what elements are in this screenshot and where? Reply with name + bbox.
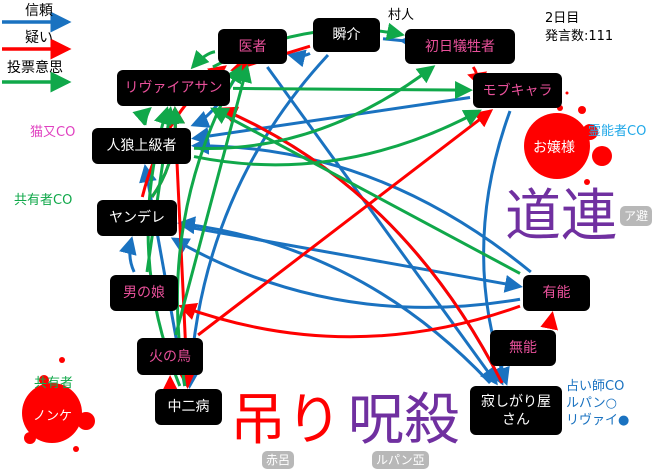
edge-doubt-yuno-to-otoko <box>178 302 521 339</box>
edge-vote-riva-to-mob <box>232 81 473 100</box>
seer-result-black: リヴァイ● <box>566 413 630 428</box>
seer-co-label: 占い師CO <box>566 379 625 394</box>
node-otoko[interactable]: 男の娘 <box>110 275 178 311</box>
edge-trust-sabishi-to-yandere <box>177 216 492 385</box>
dead-ojou: お嬢様 <box>533 140 575 156</box>
edge-vote-isha-to-riva <box>190 49 216 70</box>
kyoyu-label: 共有者 <box>34 376 74 391</box>
node-riva[interactable]: リヴァイアサン <box>117 70 230 106</box>
node-shonichi[interactable]: 初日犠牲者 <box>405 29 515 64</box>
villager-label: 村人 <box>388 8 415 23</box>
node-shunsuke[interactable]: 瞬介 <box>313 18 380 52</box>
status-block: 2日目 発言数:111 <box>545 10 613 46</box>
edge-trust-shunsuke-to-chuni <box>181 53 330 389</box>
jusatsu-text: 呪殺 <box>348 388 460 453</box>
node-chuni[interactable]: 中二病 <box>155 389 222 425</box>
edge-vote-yuno-to-riva <box>210 107 521 275</box>
edge-trust-yandere-to-yuno <box>179 224 523 293</box>
faded-tag: ア避 <box>620 206 653 226</box>
kyoyu-co-label: 共有者CO <box>14 193 73 208</box>
node-jinro[interactable]: 人狼上級者 <box>92 128 191 164</box>
edge-trust-mob-to-jinro <box>191 96 471 145</box>
edge-trust-isha-to-sabishi <box>266 66 498 386</box>
node-yuno[interactable]: 有能 <box>523 275 590 311</box>
nekomata-co-label: 猫又CO <box>30 125 76 140</box>
node-mob[interactable]: モブキャラ <box>473 73 562 108</box>
edge-trust-yuno-to-yandere <box>170 237 521 309</box>
edge-doubt-hinotori-to-mob <box>197 109 494 337</box>
edge-trust-shunsuke-to-isha <box>287 49 311 68</box>
day-label: 2日目 <box>545 11 580 26</box>
node-muno[interactable]: 無能 <box>490 330 556 366</box>
michizure-text: 道連 <box>505 184 617 249</box>
edge-vote-hinotori-to-isha <box>174 64 252 336</box>
node-isha[interactable]: 医者 <box>218 29 287 64</box>
edge-trust-otoko-to-yandere <box>119 236 137 273</box>
tsuri-text: 吊り <box>230 388 342 453</box>
faded-tag: 赤呂 <box>262 451 295 469</box>
blood-splat-icon <box>22 91 612 452</box>
edge-doubt-muno-to-yuno <box>540 311 559 331</box>
dead-nonke: ノンケ <box>33 409 73 424</box>
faded-tag: ルパン亞 <box>372 451 429 469</box>
post-count: 発言数:111 <box>545 29 614 44</box>
edge-doubt-chuni-to-hinotori <box>161 375 180 394</box>
node-yandere[interactable]: ヤンデレ <box>97 200 177 236</box>
edge-vote-jinro-to-shonichi <box>193 65 436 151</box>
edge-trust-shunsuke-to-shonichi <box>382 33 418 52</box>
edge-doubt-sabishi-to-riva <box>219 106 504 384</box>
seer-result-white: ルパン○ <box>566 396 617 411</box>
node-hinotori[interactable]: 火の鳥 <box>137 338 203 375</box>
edge-vote-jinro-to-riva <box>132 107 152 126</box>
legend-doubt-label: 疑い <box>25 30 53 46</box>
node-sabishi[interactable]: 寂しがり屋さん <box>470 386 562 435</box>
reinou-co-label: 霊能者CO <box>588 124 647 139</box>
seer-block: 占い師CO ルパン○ リヴァイ● <box>566 378 629 429</box>
legend-vote-label: 投票意思 <box>7 60 63 76</box>
edge-vote-jinro-to-mob <box>193 109 482 167</box>
legend-trust-label: 信頼 <box>25 3 53 19</box>
